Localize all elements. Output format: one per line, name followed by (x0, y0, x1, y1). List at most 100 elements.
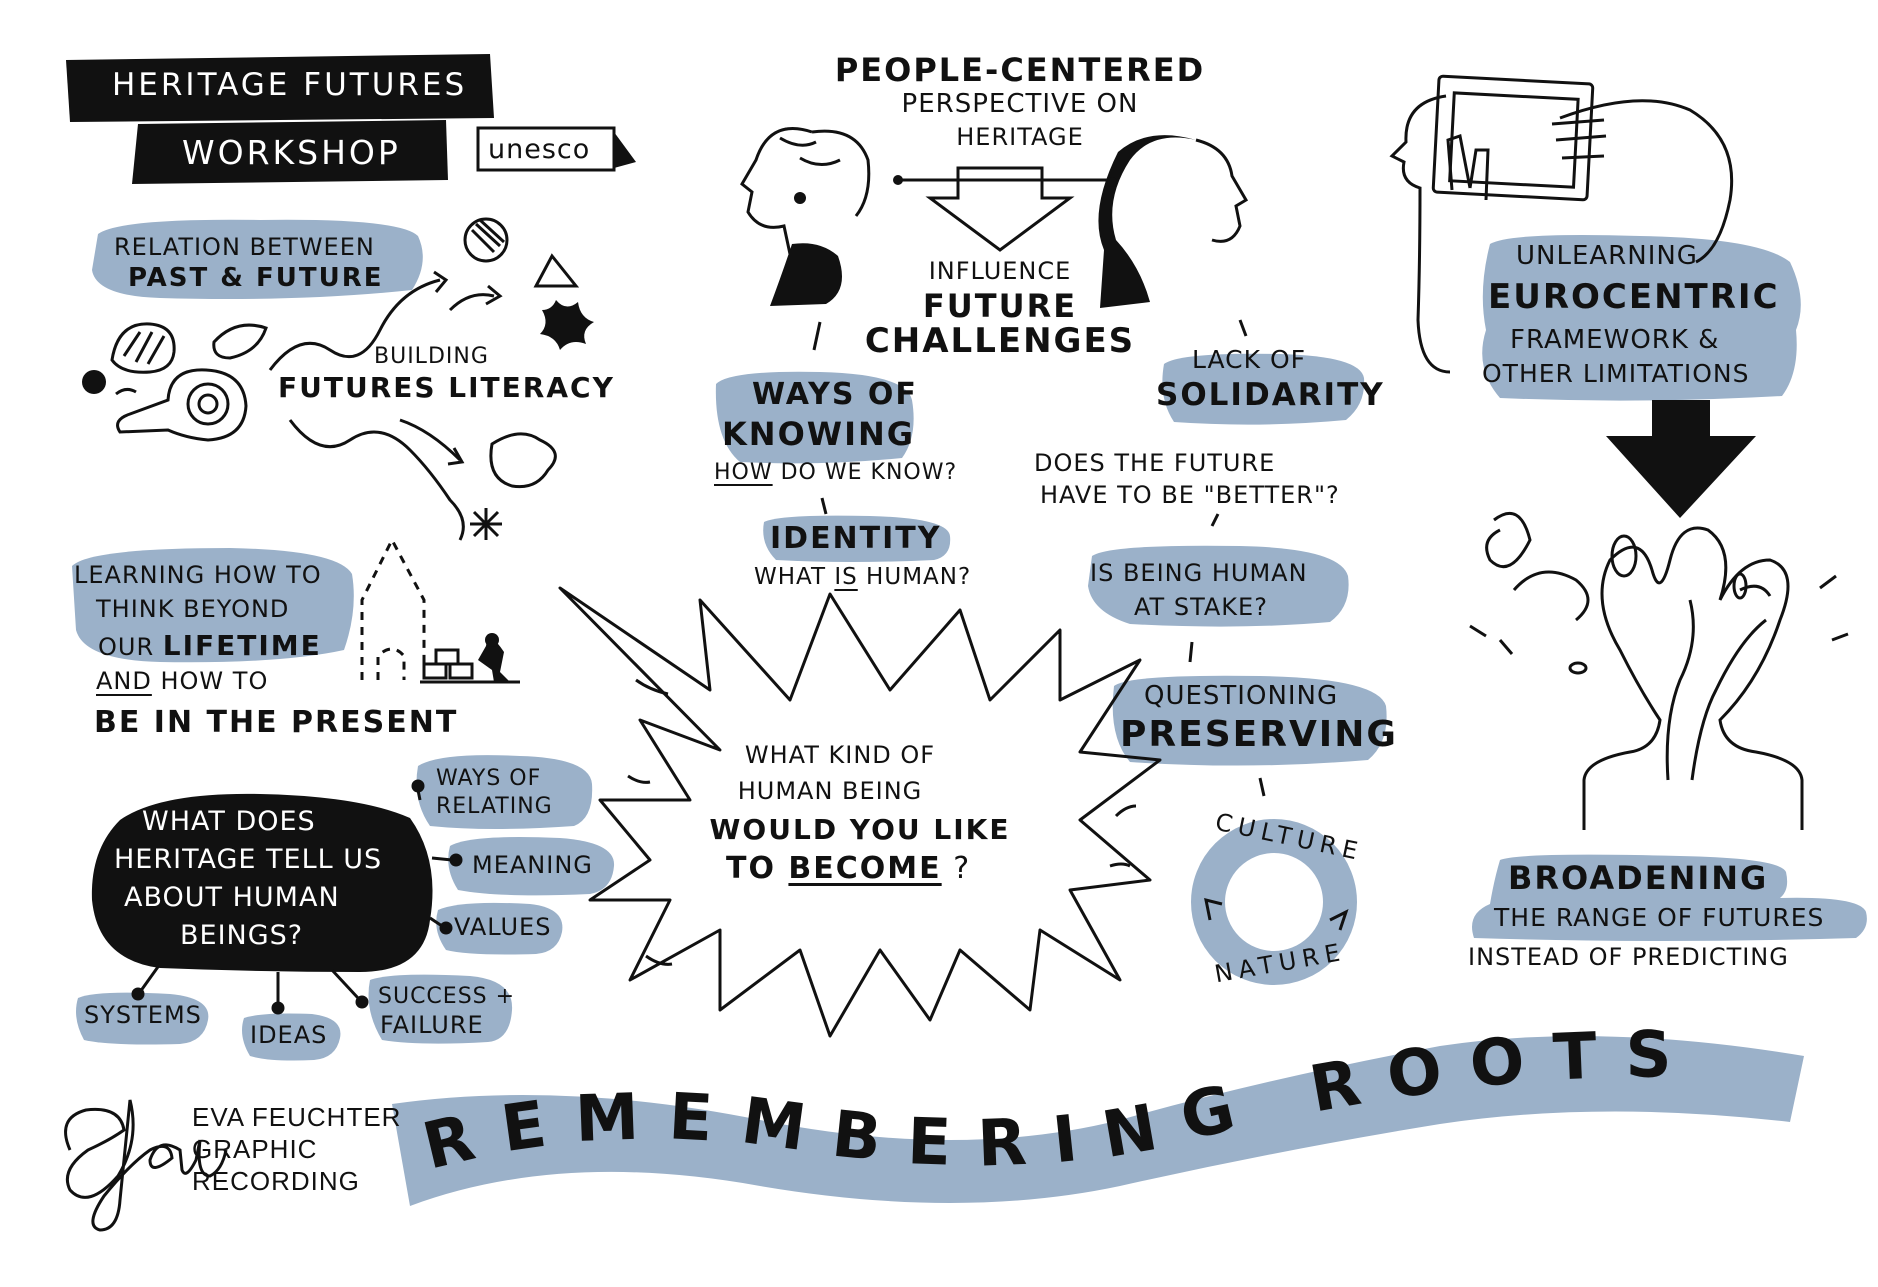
future-better-line2: have to be "better"? (1040, 481, 1340, 509)
at-stake-line1: is being human (1090, 559, 1308, 587)
identity-is: is (834, 564, 858, 590)
lifetime-line1: Learning how to (74, 561, 322, 589)
identity-label: identity (770, 521, 942, 556)
banner-brush (392, 1036, 1804, 1206)
burst-line1: What kind of (744, 741, 936, 769)
woman-profile-right (1098, 135, 1196, 308)
knowing-rest: do we know? (772, 460, 958, 485)
flower-doodle (540, 300, 594, 350)
subtitle-bar (132, 120, 448, 184)
success-line1: success + (378, 984, 516, 1009)
lifetime-line3: our lifetime (98, 629, 322, 662)
highlight-systems (76, 992, 209, 1045)
unlearning-line3: framework & (1510, 325, 1720, 355)
identity-question: what is human? (754, 564, 971, 590)
highlight-past-future (92, 219, 423, 299)
raised-arm (1559, 99, 1734, 264)
worker-figure (478, 634, 510, 682)
seed-doodle (212, 323, 268, 360)
burst-to: to (726, 851, 789, 886)
broadening-line3: instead of predicting (1468, 943, 1789, 971)
snail-doodle (116, 368, 248, 442)
frame (1431, 74, 1595, 202)
at-stake-line2: at stake? (1134, 593, 1268, 621)
lifetime-line4: and how to (96, 667, 269, 696)
lifetime-how-to: how to (151, 667, 269, 695)
highlight-broadening (1472, 854, 1867, 941)
lifetime-our: our (98, 633, 163, 661)
knowing-line2: knowing (722, 415, 916, 453)
futures-wave (268, 278, 441, 371)
past-future-line2: Past & Future (128, 263, 384, 293)
past-future-line1: Relation between (114, 233, 375, 261)
highlight-values (436, 902, 563, 955)
highlight-unlearning (1482, 235, 1801, 401)
unlearning-line1: unlearning (1516, 241, 1698, 271)
identity-human: human? (857, 564, 972, 590)
solidarity-line2: solidarity (1156, 377, 1385, 413)
star-doodle (470, 508, 502, 540)
future-better-line1: Does the future (1034, 449, 1276, 477)
future-challenges-line1: future (922, 287, 1078, 325)
systems-label: systems (84, 1001, 202, 1029)
highlight-preserving (1112, 675, 1387, 766)
credit-line2: Graphic (192, 1134, 318, 1164)
unesco-label: unesco (488, 134, 591, 165)
people-centered-title: People-centered (834, 51, 1206, 89)
highlight-solidarity (1162, 353, 1365, 425)
what-does-line2: heritage tell us (114, 844, 383, 875)
burst-qmark: ? (941, 851, 972, 886)
lifetime-line2: think beyond (96, 595, 290, 623)
what-does-line3: about human (124, 882, 340, 913)
credit-line3: Recording (192, 1166, 360, 1196)
highlight-meaning (448, 837, 615, 896)
highlight-knowing (715, 371, 914, 464)
meaning-label: meaning (472, 851, 593, 879)
burst-line4: to become ? (726, 851, 972, 887)
ideas-label: ideas (250, 1021, 328, 1049)
literacy-line1: Building (374, 344, 489, 369)
lifetime-and: and (96, 667, 152, 695)
tree-figure (1582, 526, 1804, 830)
what-does-line4: beings? (180, 920, 304, 951)
identity-what: what (754, 564, 835, 590)
highlight-at-stake (1088, 545, 1349, 627)
workshop-subtitle: Workshop (182, 133, 401, 172)
relating-line1: ways of (436, 766, 542, 791)
highlight-lifetime (72, 548, 354, 663)
relating-line2: relating (436, 794, 553, 819)
big-down-arrow (1606, 400, 1756, 518)
wave-down (288, 419, 465, 541)
burst-line3: would you like (709, 813, 1011, 846)
burst-become: become (788, 851, 942, 886)
success-line2: failure (380, 1011, 484, 1039)
people-centered-line2: perspective on (901, 89, 1139, 119)
broadening-line2: the range of futures (1494, 903, 1825, 932)
man-profile (1389, 94, 1451, 374)
lifetime-line5: be in the present (94, 705, 459, 740)
unlearning-line2: eurocentric (1488, 277, 1780, 317)
highlight-success (368, 974, 513, 1044)
highlight-relating (416, 755, 593, 829)
burst-line2: human being (737, 777, 923, 805)
preserving-line1: questioning (1144, 681, 1339, 711)
highlight-identity (763, 515, 951, 562)
blob-doodle (489, 432, 557, 489)
striped-circle (463, 217, 509, 263)
woman-shoulders-left (770, 243, 842, 306)
credit-line1: Eva Feuchter (192, 1102, 402, 1132)
influence-arrow (925, 166, 1075, 252)
knowing-line1: ways of (752, 377, 918, 412)
workshop-title: Heritage Futures (112, 67, 468, 103)
woman-profile-left (740, 127, 813, 255)
broadening-line1: broadening (1508, 859, 1769, 897)
future-challenges-line2: challenges (864, 321, 1136, 361)
what-does-bubble (91, 793, 433, 972)
what-does-line1: What does (142, 806, 316, 837)
unlearning-line4: other limitations (1482, 359, 1750, 388)
preserving-line2: preserving (1120, 714, 1398, 755)
triangle-doodle (533, 253, 580, 288)
shell-doodle (110, 322, 176, 374)
lifetime-word: lifetime (162, 629, 322, 662)
